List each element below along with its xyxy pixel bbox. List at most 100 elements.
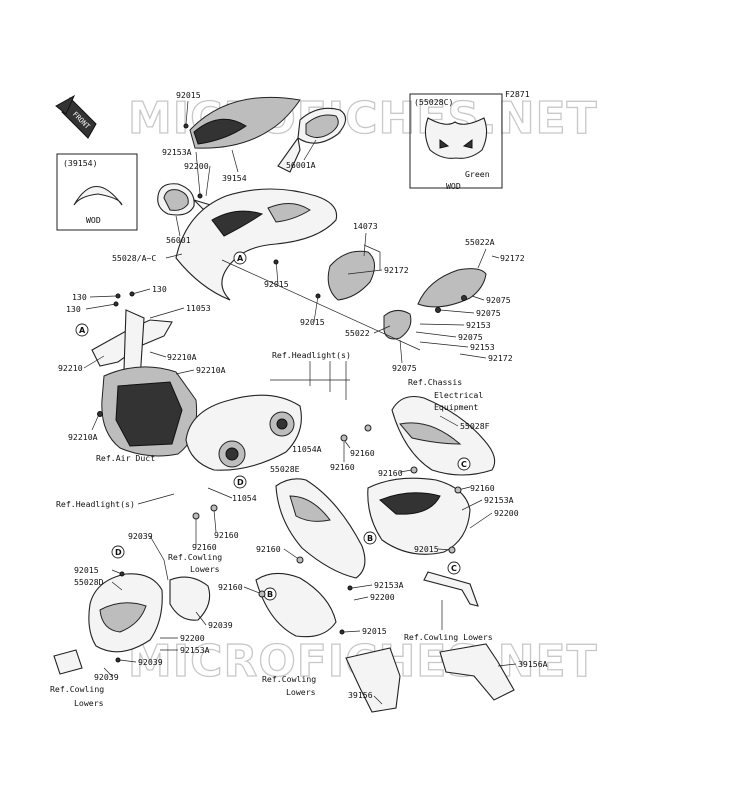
- callout-label: 14073: [353, 221, 378, 231]
- inset-right-header: (55028C): [414, 97, 453, 107]
- callout-label: 92153: [466, 320, 491, 330]
- callout-label: 55022A: [465, 237, 495, 247]
- ref-letter-d: D: [115, 548, 122, 557]
- callout-label: 130: [152, 284, 167, 294]
- headlight-assembly-part: [185, 394, 302, 471]
- callout-label: 92075: [392, 363, 417, 373]
- callout-label: 55028D: [74, 577, 104, 587]
- callout-label: 56001: [166, 235, 191, 245]
- callout-label: 92153A: [162, 147, 192, 157]
- right-fairing-part: [391, 395, 496, 476]
- callout-label: 92172: [488, 353, 513, 363]
- callout-label: 92200: [184, 161, 209, 171]
- lower-bracket-part: [423, 571, 479, 607]
- callout-label: 92200: [370, 592, 395, 602]
- callout-label: 55028F: [460, 421, 490, 431]
- callout-label: Lowers: [190, 564, 220, 574]
- callout-label: 92075: [458, 332, 483, 342]
- callout-label: 130: [66, 304, 81, 314]
- callout-label: Equipment: [434, 402, 478, 412]
- callout-label: Ref.Cowling: [168, 552, 222, 562]
- ref-letter-a: A: [237, 254, 244, 263]
- callout-label: Ref.Air Duct: [96, 453, 155, 463]
- callout-label: 92172: [500, 253, 525, 263]
- inset-right-color: Green: [465, 169, 490, 179]
- callout-label: 92160: [218, 582, 243, 592]
- callout-label: 55028/A~C: [112, 253, 156, 263]
- callout-label: Ref.Cowling: [50, 684, 104, 694]
- mirror-right-part: [277, 107, 347, 173]
- callout-label: 92153A: [484, 495, 514, 505]
- callout-label: 130: [72, 292, 87, 302]
- callout-label: 92039: [138, 657, 163, 667]
- callout-label: 92160: [378, 468, 403, 478]
- lower-left-bracket-part: [53, 649, 83, 675]
- inset-right-footer: WOD: [446, 181, 461, 191]
- callout-label: Ref.Headlight(s): [272, 350, 351, 360]
- callout-label: 92200: [494, 508, 519, 518]
- inner-bracket-part: [327, 250, 412, 340]
- air-duct-part: [101, 366, 198, 457]
- callout-label: 92015: [414, 544, 439, 554]
- cowl-stay-part: [91, 309, 173, 381]
- callouts: 92015 92153A 92200 39154 56001A 56001 55…: [50, 90, 548, 708]
- callout-label: 11053: [186, 303, 211, 313]
- callout-label: 92210A: [167, 352, 197, 362]
- ref-letter-c: C: [461, 460, 467, 469]
- callout-label: 92039: [94, 672, 119, 682]
- callout-label: Ref.Headlight(s): [56, 499, 135, 509]
- upper-cowl-part: [175, 188, 338, 301]
- callout-label: 92153A: [180, 645, 210, 655]
- ref-letter-d: D: [237, 478, 244, 487]
- callout-label: 92210A: [68, 432, 98, 442]
- callout-label: Lowers: [286, 687, 316, 697]
- callout-label: 92015: [300, 317, 325, 327]
- inset-left-header: (39154): [63, 158, 98, 168]
- callout-label: Ref.Chassis: [408, 377, 462, 387]
- left-fairing-part: [275, 478, 366, 579]
- callout-label: 39156A: [518, 659, 548, 669]
- callout-label: Lowers: [74, 698, 104, 708]
- callout-label: Electrical: [434, 390, 483, 400]
- figure-code: F2871: [505, 89, 530, 99]
- callout-label: 39154: [222, 173, 247, 183]
- inner-lower-panel-part: [255, 572, 337, 638]
- callout-label: 92039: [128, 531, 153, 541]
- callout-label: 92015: [176, 90, 201, 100]
- callout-label: 56001A: [286, 160, 316, 170]
- callout-label: 92160: [214, 530, 239, 540]
- small-side-panel-part: [169, 576, 211, 621]
- callout-label: 92200: [180, 633, 205, 643]
- side-panel-part: [417, 268, 487, 308]
- callout-label: 92015: [74, 565, 99, 575]
- heat-shield-part: [345, 643, 515, 713]
- callout-label: 92210A: [196, 365, 226, 375]
- ref-letter-b: B: [367, 534, 373, 543]
- callout-label: 92160: [256, 544, 281, 554]
- callout-label: 39156: [348, 690, 373, 700]
- windshield-part: [189, 96, 301, 149]
- inset-left-footer: WOD: [86, 215, 101, 225]
- callout-label: 92153A: [374, 580, 404, 590]
- callout-label: 55022: [345, 328, 370, 338]
- callout-label: 92172: [384, 265, 409, 275]
- callout-label: 92160: [350, 448, 375, 458]
- callout-label: 92039: [208, 620, 233, 630]
- callout-label: 92015: [362, 626, 387, 636]
- middle-fairing-part: [367, 477, 471, 555]
- ref-letter-a: A: [79, 326, 86, 335]
- callout-label: 92160: [330, 462, 355, 472]
- ref-letter-c: C: [451, 564, 457, 573]
- callout-label: Ref.Cowling: [262, 674, 316, 684]
- callout-label: 92160: [192, 542, 217, 552]
- callout-label: 92015: [264, 279, 289, 289]
- callout-label: 92210: [58, 363, 83, 373]
- callout-label: 11054: [232, 493, 257, 503]
- callout-label: 92075: [486, 295, 511, 305]
- callout-label: 11054A: [292, 444, 322, 454]
- callout-label: 92160: [470, 483, 495, 493]
- callout-label: Ref.Cowling Lowers: [404, 632, 493, 642]
- fastener-markers: [97, 123, 467, 663]
- front-arrow-icon: FRONT: [55, 94, 97, 139]
